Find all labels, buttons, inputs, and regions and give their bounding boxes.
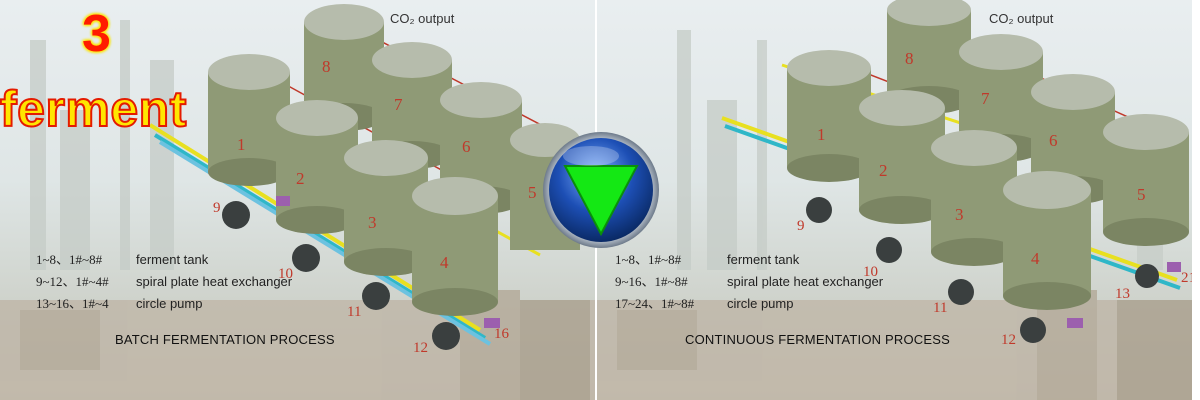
side-label-10: 10 [863, 264, 878, 280]
tank-label-3: 3 [955, 205, 964, 224]
side-label-11: 11 [933, 300, 947, 316]
down-triangle-play-icon [543, 132, 659, 248]
tank-label-4: 4 [440, 253, 449, 272]
tank-label-5: 5 [528, 183, 537, 202]
batch-process-panel: 1 2 3 4 5 6 7 8 9 10 11 12 16 CO₂ output… [0, 0, 595, 400]
tank-4 [1003, 171, 1091, 310]
legend-row: 1~8、1#~8# ferment tank [615, 249, 799, 268]
tank-label-1: 1 [237, 135, 246, 154]
side-label-11: 11 [347, 304, 361, 320]
tank-label-1: 1 [817, 125, 826, 144]
step-number: 3 [82, 5, 111, 63]
tank-label-2: 2 [296, 169, 305, 188]
legend-desc: circle pump [136, 296, 203, 311]
co2-output-label: CO₂ output [989, 11, 1054, 26]
tank-label-8: 8 [905, 49, 914, 68]
side-label-12: 12 [413, 340, 428, 356]
factory-background [0, 20, 595, 400]
factory-background [597, 30, 1192, 400]
tank-3 [931, 130, 1017, 266]
side-label-12: 12 [1001, 332, 1016, 348]
legend-desc: circle pump [727, 296, 794, 311]
tank-2 [859, 90, 945, 224]
legend-row: 1~8、1#~8# ferment tank [36, 249, 208, 268]
legend-row: 17~24、1#~8# circle pump [615, 293, 793, 312]
tank-label-7: 7 [981, 89, 990, 108]
tank-2 [276, 100, 358, 234]
legend-desc: spiral plate heat exchanger [136, 274, 293, 289]
side-label-10: 10 [278, 266, 293, 282]
tank-1 [787, 50, 871, 182]
legend-range: 1~8、1#~8# [36, 252, 103, 267]
tank-label-7: 7 [394, 95, 403, 114]
tank-label-8: 8 [322, 57, 331, 76]
legend-range: 9~12、1#~4# [36, 274, 109, 289]
side-label-13: 13 [1115, 286, 1130, 302]
co2-output-label: CO₂ output [390, 11, 455, 26]
legend-range: 17~24、1#~8# [615, 296, 695, 311]
side-label-21: 21 [1181, 270, 1192, 286]
legend-range: 1~8、1#~8# [615, 252, 682, 267]
side-label-9: 9 [797, 218, 805, 234]
pump-group [222, 201, 460, 350]
continuous-tank-diagram: 1 2 3 4 5 6 7 8 9 10 11 12 13 21 [721, 0, 1192, 348]
play-button[interactable] [541, 130, 661, 250]
tank-label-3: 3 [368, 213, 377, 232]
legend-row: 9~12、1#~4# spiral plate heat exchanger [36, 271, 292, 290]
legend-row: 13~16、1#~4 circle pump [36, 293, 202, 312]
tank-label-4: 4 [1031, 249, 1040, 268]
tank-label-2: 2 [879, 161, 888, 180]
side-label-9: 9 [213, 200, 221, 216]
tank-label-6: 6 [462, 137, 471, 156]
side-label-16: 16 [494, 326, 510, 342]
legend-desc: spiral plate heat exchanger [727, 274, 884, 289]
tank-5 [1103, 114, 1189, 246]
legend-desc: ferment tank [727, 252, 800, 267]
continuous-process-title: CONTINUOUS FERMENTATION PROCESS [685, 332, 951, 347]
tank-label-6: 6 [1049, 131, 1058, 150]
legend-range: 13~16、1#~4 [36, 296, 109, 311]
pump-group [806, 197, 1159, 343]
step-title: ferment [0, 80, 187, 138]
legend-desc: ferment tank [136, 252, 209, 267]
legend-row: 9~16、1#~8# spiral plate heat exchanger [615, 271, 883, 290]
tank-4 [412, 177, 498, 316]
legend-range: 9~16、1#~8# [615, 274, 688, 289]
continuous-process-panel: 1 2 3 4 5 6 7 8 9 10 11 12 13 21 CO₂ out… [597, 0, 1192, 400]
batch-process-title: BATCH FERMENTATION PROCESS [115, 332, 335, 347]
tank-label-5: 5 [1137, 185, 1146, 204]
